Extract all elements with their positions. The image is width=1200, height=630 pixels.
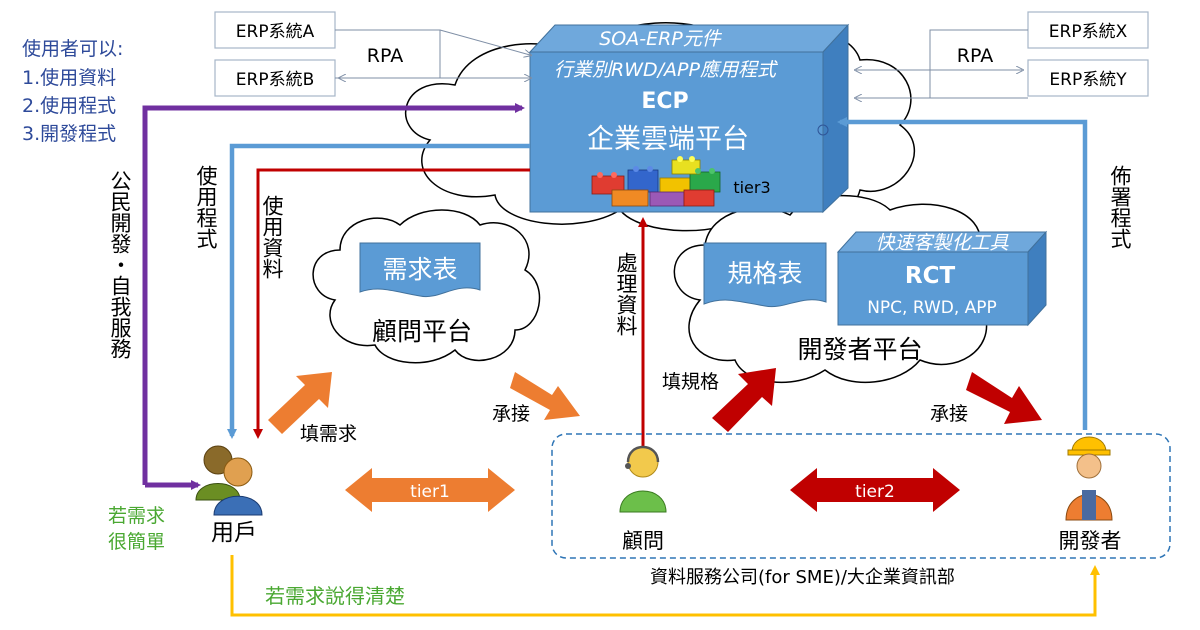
orange-fill-req-arrow [268,372,332,434]
erp-label-b: ERP系統B [236,70,314,90]
tier1-label: tier1 [410,482,450,502]
erp-label-y: ERP系統Y [1049,70,1127,90]
purple-self-service-arrow-top [142,103,525,485]
tier1-double-arrow [345,468,515,512]
note-if-simple-2: 很簡單 [108,531,165,553]
role-developer: 開發者 [1059,529,1122,553]
flow-undertake-1: 承接 [492,403,530,425]
user-caps-item-3: 3.開發程式 [22,123,116,145]
label-public-dev: 公民開發・自我服務 [108,170,132,359]
developer-hardhat-icon [1065,436,1113,521]
label-process-data: 處理資料 [614,252,638,336]
spec-doc-icon [703,242,827,308]
requirement-doc-label: 需求表 [382,255,457,284]
red-undertake-arrow [966,372,1042,424]
erp-box-a [214,11,336,49]
orange-undertake-arrow [510,372,580,420]
lego-bricks-icon [591,156,721,207]
note-company: 資料服務公司(for SME)/大企業資訊部 [650,567,955,588]
rpa-label-left: RPA [367,45,403,67]
erp-label-a: ERP系統A [236,22,315,42]
rct-subtitle: NPC, RWD, APP [867,298,997,318]
tier2-double-arrow [790,468,960,512]
ecp-top-line1: SOA-ERP元件 [599,28,723,50]
blue-use-program-arrow [227,143,530,439]
blue-deploy-arrow [837,117,1088,430]
tier2-label: tier2 [855,482,895,502]
flow-undertake-2: 承接 [930,403,968,425]
erp-box-x [1027,11,1149,49]
rct-title: RCT [905,263,956,289]
ecp-top-line2: 行業別RWD/APP應用程式 [554,59,779,81]
erp-box-y [1027,59,1149,97]
developer-platform-name: 開發者平台 [797,335,922,364]
company-boundary [551,433,1171,559]
user-caps-item-2: 2.使用程式 [22,95,116,117]
user-group-icon [195,445,263,516]
consultant-platform-name: 顧問平台 [372,317,472,346]
rct-box-front [837,251,1029,326]
spec-doc-label: 規格表 [727,259,802,288]
flow-fill-req: 填需求 [300,423,357,445]
gold-clear-arrow [230,555,1100,617]
user-caps-title: 使用者可以: [22,38,123,60]
erp-label-x: ERP系統X [1049,22,1128,42]
red-use-data-arrow [253,168,530,439]
rpa-connector-right [929,29,1028,99]
user-caps-item-1: 1.使用資料 [22,67,116,89]
label-use-data: 使用資料 [260,195,284,279]
erp-box-b [214,59,336,97]
red-fill-spec-arrow [712,368,776,432]
rct-header: 快速客製化工具 [875,232,1009,254]
requirement-doc-icon [359,242,481,298]
label-use-program: 使用程式 [194,165,218,249]
role-user: 用戶 [211,520,257,546]
ecp-title: ECP [641,89,688,114]
ecp-tier: tier3 [733,178,770,197]
note-if-clear: 若需求說得清楚 [265,584,405,608]
ecp-subtitle: 企業雲端平台 [587,124,749,155]
rpa-label-right: RPA [957,45,993,67]
note-if-simple-1: 若需求 [108,505,165,527]
consultant-headset-icon [619,445,667,513]
role-consultant: 顧問 [622,529,664,553]
rpa-connector-left [335,29,441,79]
flow-fill-spec: 填規格 [662,371,719,393]
label-deploy-program: 佈署程式 [1108,165,1132,249]
ecp-box-side [822,23,849,214]
